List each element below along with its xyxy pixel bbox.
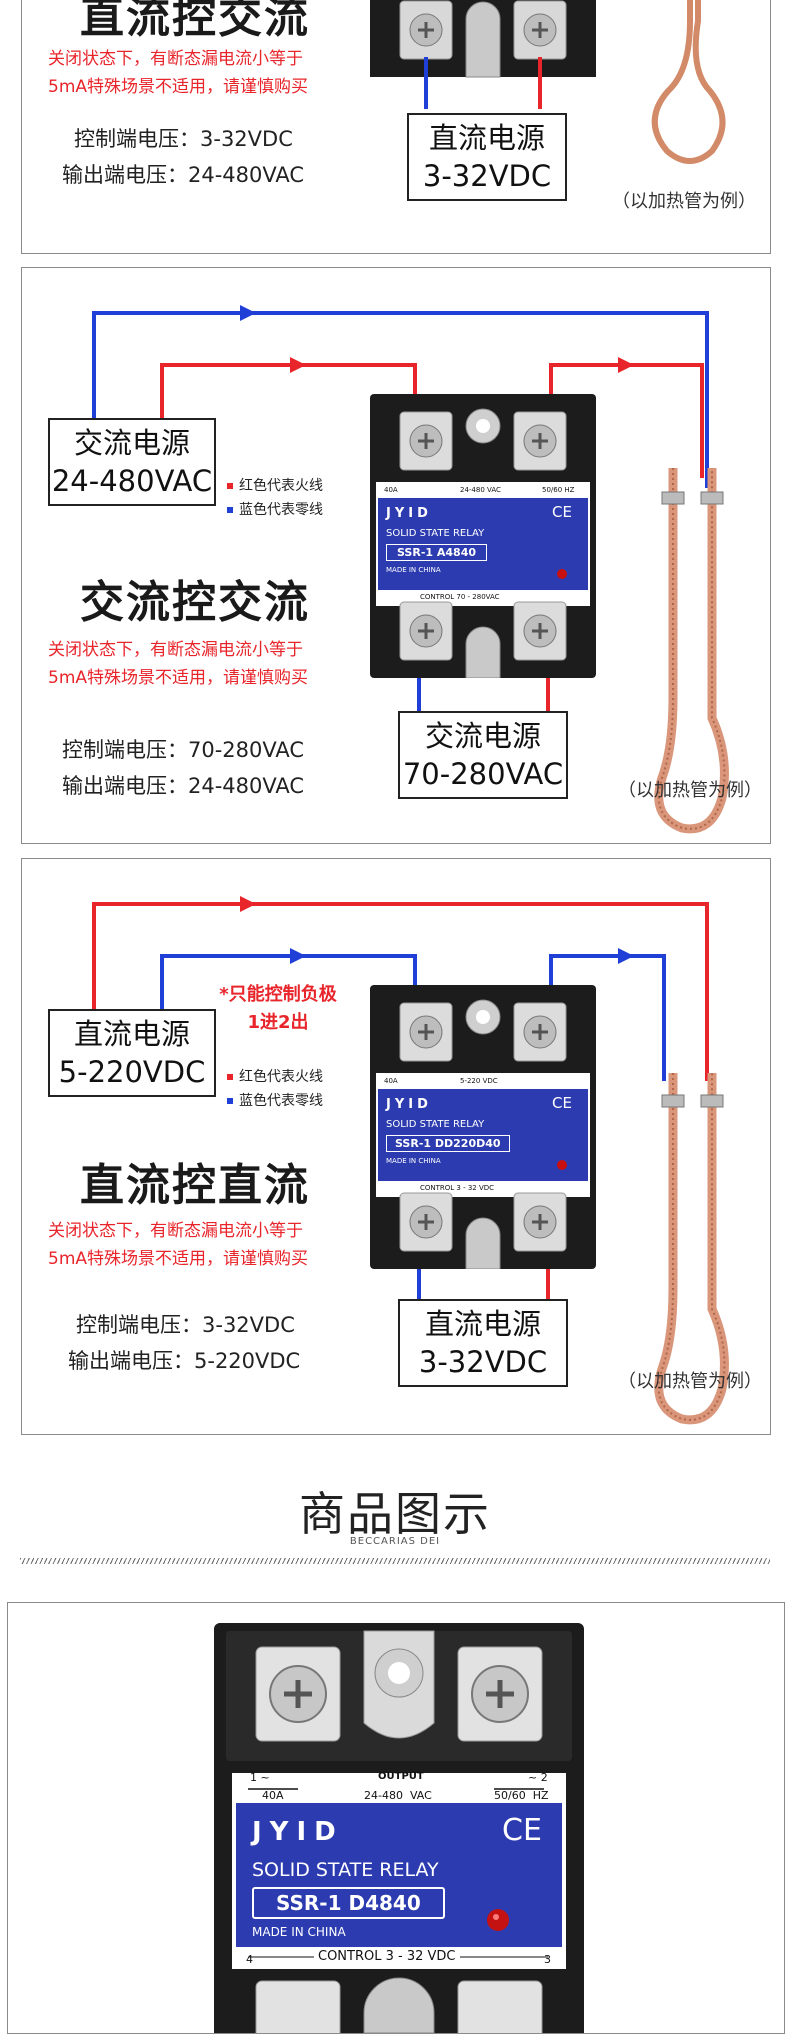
section-subtitle: BECCARIAS DEI [349, 1536, 441, 1547]
wiring-panel-dc-dc: *只能控制负极 1进2出 直流电源 5-220VDC 红色代表火线 蓝色代表零线… [21, 858, 771, 1435]
spec-list: 控制端电压：3-32VDC 输出端电压：24-480VAC [62, 121, 304, 193]
relay-rating: 40A [384, 486, 398, 494]
relay-control-label: CONTROL 3 - 32 VDC [314, 1949, 460, 1964]
negative-control-note: *只能控制负极 1进2出 [219, 984, 337, 1033]
relay-type: SOLID STATE RELAY [386, 528, 485, 539]
relay-ce-mark: CE [552, 1094, 572, 1112]
heating-tube-note: （以加热管为例） [618, 780, 762, 801]
relay-origin: MADE IN CHINA [386, 1157, 441, 1165]
relay-model: SSR-1 A4840 [386, 544, 487, 561]
wiring-panel-ac-ac: 交流电源 24-480VAC 红色代表火线 蓝色代表零线 交流控交流 关闭状态下… [21, 267, 771, 844]
relay-type: SOLID STATE RELAY [252, 1859, 439, 1881]
control-power-box: 直流电源 3-32VDC [407, 113, 567, 201]
section-title: 商品图示 [299, 1487, 491, 1541]
heating-tube-note: （以加热管为例） [618, 1371, 762, 1392]
output-voltage: 输出端电压：24-480VAC [62, 774, 305, 798]
terminal-1-label: 1 ~ [250, 1771, 270, 1784]
relay-brand: JYID [386, 506, 432, 521]
load-power-box: 直流电源 5-220VDC [48, 1009, 216, 1097]
product-relay-photo [214, 1623, 584, 2033]
relay-rating: 40A [384, 1077, 398, 1085]
output-voltage: 输出端电压：24-480VAC [62, 163, 305, 187]
relay-lower-terminals [370, 0, 596, 78]
product-photo-panel: 1 ~ OUTPUT ~ 2 40A 24-480 VAC 50/60 HZ J… [7, 1602, 785, 2034]
legend-neutral: 蓝色代表零线 [227, 1089, 323, 1113]
wiring-diagram [370, 0, 726, 164]
section-divider [20, 1558, 770, 1564]
leakage-warning: 关闭状态下，有断态漏电流小等于 5mA特殊场景不适用，请谨慎购买 [48, 49, 309, 97]
load-power-box: 交流电源 24-480VAC [48, 418, 216, 506]
relay-ce-mark: CE [502, 1813, 542, 1848]
relay-voltage: 24-480 VAC [460, 486, 501, 494]
output-label: OUTPUT [378, 1771, 424, 1782]
terminal-3-label: 3 [544, 1953, 551, 1966]
relay-brand: JYID [386, 1097, 432, 1112]
relay-control-label: CONTROL 3 - 32 VDC [420, 1184, 495, 1192]
leakage-warning: 关闭状态下，有断态漏电流小等于 5mA特殊场景不适用，请谨慎购买 [48, 640, 309, 688]
relay-ce-mark: CE [552, 503, 572, 521]
relay-model: SSR-1 DD220D40 [386, 1135, 510, 1152]
relay-voltage: 24-480 VAC [364, 1789, 432, 1802]
relay-image: 40A 24-480 VAC 50/60 HZ JYID CE SOLID ST… [370, 394, 596, 679]
terminal-2-label: ~ 2 [528, 1771, 548, 1784]
terminal-4-label: 4 [246, 1953, 253, 1966]
control-voltage: 控制端电压：70-280VAC [62, 738, 305, 762]
output-voltage: 输出端电压：5-220VDC [68, 1349, 301, 1373]
leakage-warning: 关闭状态下，有断态漏电流小等于 5mA特殊场景不适用，请谨慎购买 [48, 1221, 309, 1269]
panel-title: 交流控交流 [80, 577, 310, 628]
spec-list: 控制端电压：70-280VAC 输出端电压：24-480VAC [62, 732, 304, 804]
wire-legend: 红色代表火线 蓝色代表零线 [227, 474, 323, 522]
control-voltage: 控制端电压：3-32VDC [74, 127, 293, 151]
control-power-box: 交流电源 70-280VAC [398, 711, 568, 799]
relay-type: SOLID STATE RELAY [386, 1119, 485, 1130]
control-power-box: 直流电源 3-32VDC [398, 1299, 568, 1387]
relay-frequency: 50/60 HZ [494, 1789, 549, 1802]
legend-neutral: 蓝色代表零线 [227, 498, 323, 522]
legend-live: 红色代表火线 [227, 1065, 323, 1089]
heating-tube-graphic [654, 468, 729, 834]
relay-origin: MADE IN CHINA [386, 566, 441, 574]
wire-legend: 红色代表火线 蓝色代表零线 [227, 1065, 323, 1113]
relay-model: SSR-1 D4840 [252, 1887, 445, 1919]
relay-image: 40A 5-220 VDC JYID CE SOLID STATE RELAY … [370, 985, 596, 1270]
control-voltage: 控制端电压：3-32VDC [76, 1313, 295, 1337]
relay-control-label: CONTROL 70 - 280VAC [420, 593, 500, 601]
panel-title: 直流控直流 [80, 1160, 310, 1211]
spec-list: 控制端电压：3-32VDC 输出端电压：5-220VDC [68, 1307, 300, 1379]
relay-rating: 40A [262, 1789, 284, 1802]
heating-tube-graphic [654, 1073, 729, 1425]
relay-brand: JYID [252, 1817, 344, 1847]
panel-title: 直流控交流 [80, 0, 310, 43]
wiring-panel-dc-ac: 直流控交流 关闭状态下，有断态漏电流小等于 5mA特殊场景不适用，请谨慎购买 控… [21, 0, 771, 254]
relay-voltage: 5-220 VDC [460, 1077, 498, 1085]
heating-tube-note: （以加热管为例） [612, 191, 756, 212]
legend-live: 红色代表火线 [227, 474, 323, 498]
relay-origin: MADE IN CHINA [252, 1925, 346, 1939]
relay-frequency: 50/60 HZ [542, 486, 575, 494]
